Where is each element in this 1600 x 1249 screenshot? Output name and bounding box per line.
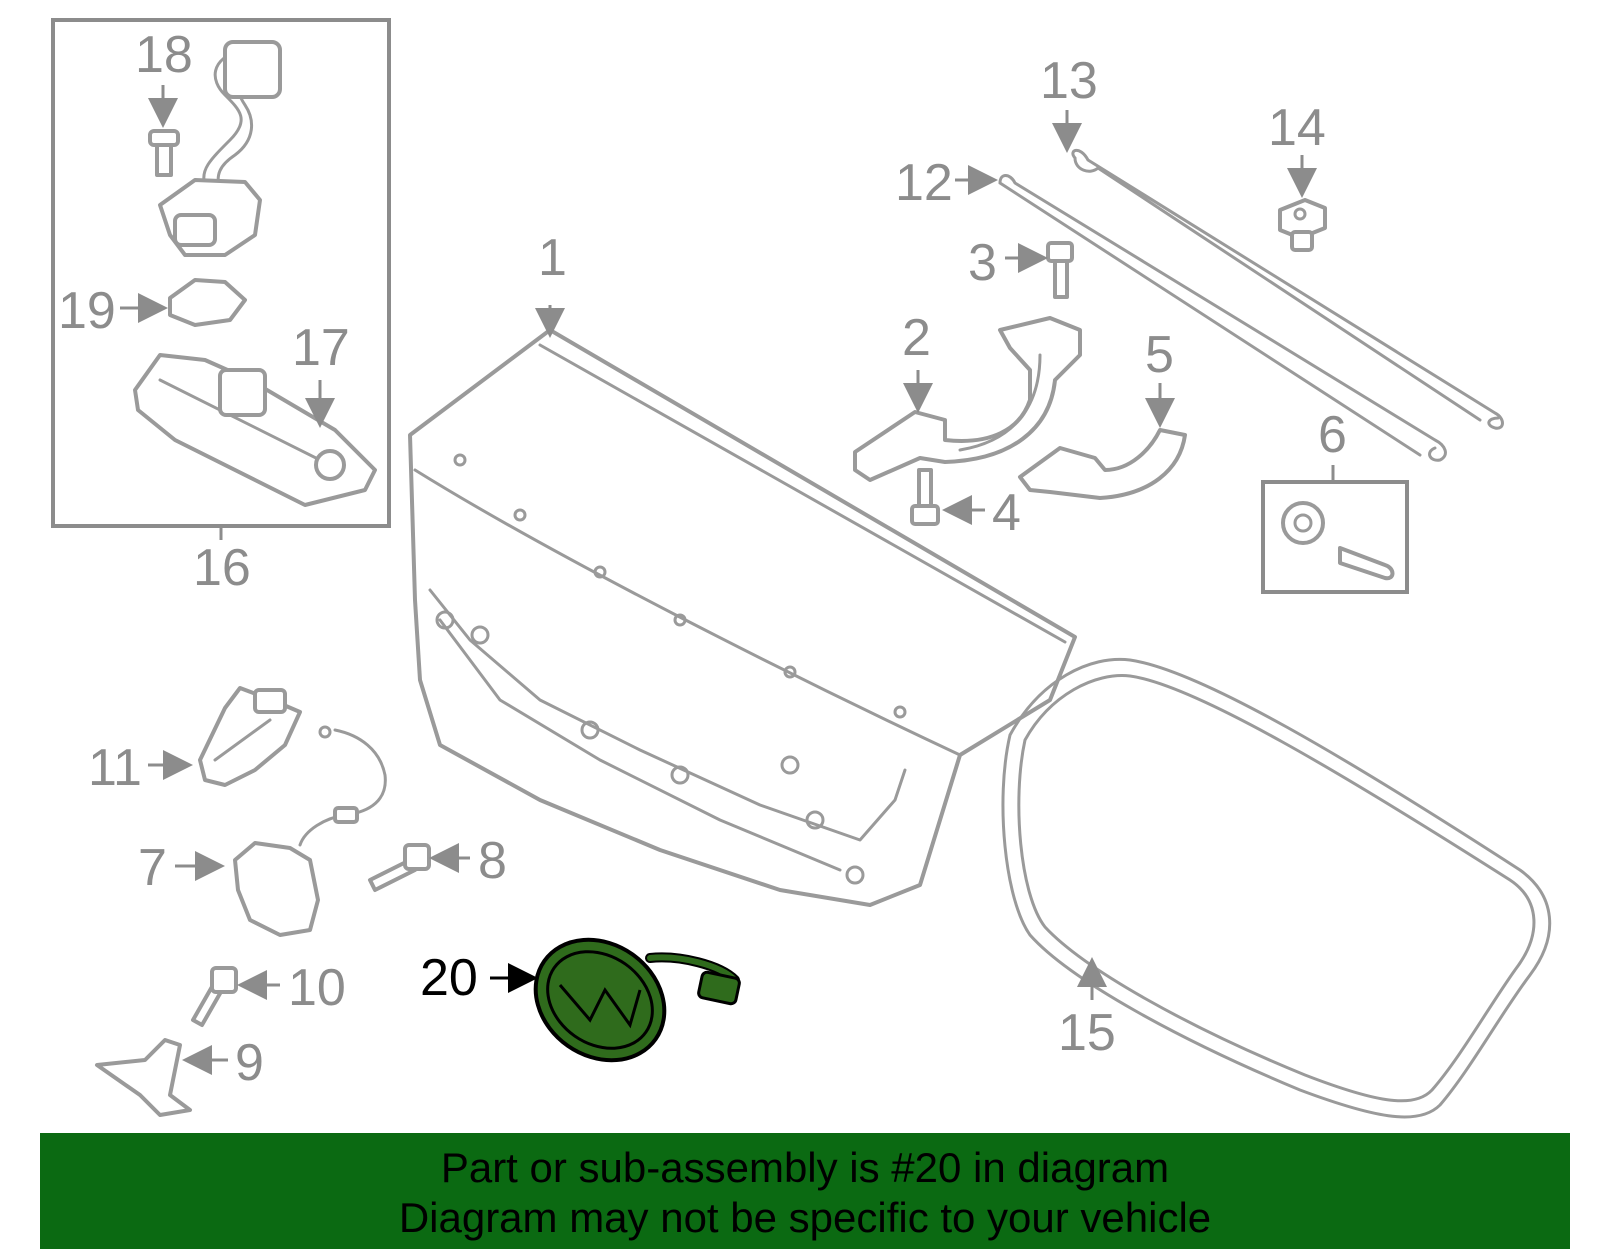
part-20-emblem-switch[interactable] (512, 915, 741, 1085)
part-7-latch[interactable] (233, 725, 387, 937)
part-12-rod[interactable] (998, 174, 1447, 462)
callout-6: 6 (1318, 406, 1347, 464)
part-14-clip[interactable] (1278, 198, 1327, 252)
part-2-hinge[interactable] (853, 316, 1082, 482)
callout-1: 1 (538, 229, 567, 287)
callout-13: 13 (1040, 52, 1098, 110)
callout-9: 9 (235, 1034, 264, 1092)
callout-19: 19 (58, 282, 116, 340)
part-3-bolt[interactable] (1046, 241, 1074, 299)
part-16-lamp-socket[interactable] (158, 40, 282, 257)
part-17-lamp-housing[interactable] (133, 353, 377, 507)
part-6-pin[interactable] (1338, 546, 1395, 581)
part-11-actuator[interactable] (198, 686, 302, 787)
callout-17: 17 (292, 319, 350, 377)
callout-18: 18 (135, 26, 193, 84)
part-1-trunk-lid[interactable] (408, 328, 1077, 907)
part-15-weatherstrip[interactable] (1001, 657, 1552, 1119)
inset-box-6 (1261, 480, 1409, 594)
part-4-bolt[interactable] (910, 468, 940, 526)
callout-8: 8 (478, 832, 507, 890)
part-6-grommet[interactable] (1281, 501, 1325, 545)
callout-20: 20 (420, 949, 478, 1007)
part-18-screw[interactable] (148, 129, 180, 177)
callout-11: 11 (88, 739, 142, 797)
part-8-bolt[interactable] (368, 843, 431, 892)
callout-4: 4 (992, 484, 1021, 542)
part-9-bracket[interactable] (95, 1038, 192, 1117)
callout-2: 2 (902, 309, 931, 367)
callout-3: 3 (968, 234, 997, 292)
callout-7: 7 (138, 839, 167, 897)
info-banner: Part or sub-assembly is #20 in diagram D… (40, 1133, 1570, 1249)
banner-line-2: Diagram may not be specific to your vehi… (398, 1194, 1212, 1241)
callout-10: 10 (288, 959, 346, 1017)
callout-12: 12 (895, 154, 953, 212)
callout-5: 5 (1145, 326, 1174, 384)
callout-16: 16 (193, 539, 251, 597)
part-10-bolt[interactable] (191, 966, 238, 1027)
part-5-bracket[interactable] (1018, 428, 1187, 500)
part-19-gasket[interactable] (168, 278, 247, 327)
part-13-rod[interactable] (1071, 148, 1504, 430)
banner-line-1: Part or sub-assembly is #20 in diagram (440, 1144, 1170, 1191)
callout-15: 15 (1058, 1004, 1116, 1062)
callout-14: 14 (1268, 99, 1326, 157)
